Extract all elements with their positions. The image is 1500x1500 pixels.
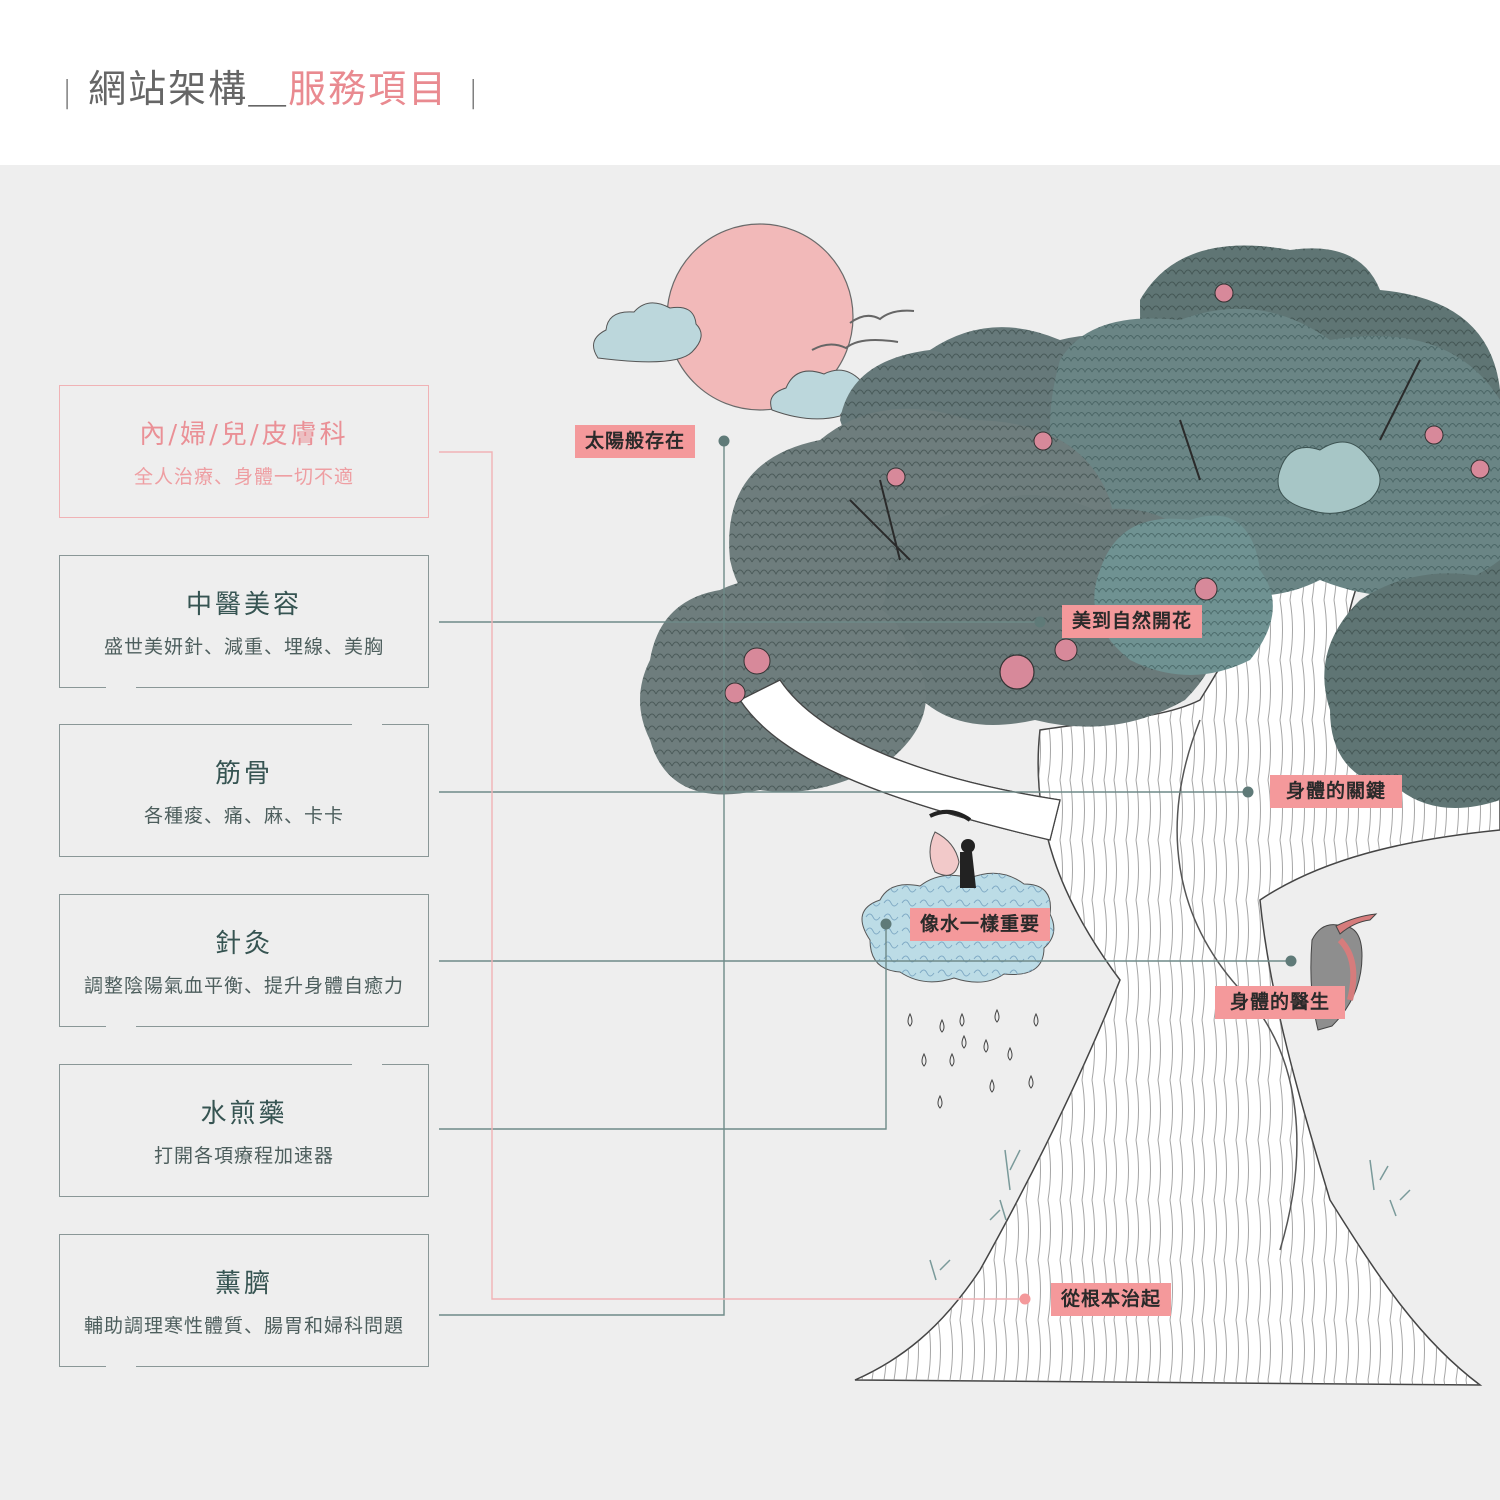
border-gap (352, 1062, 382, 1066)
border-gap (352, 722, 382, 726)
service-card-decoction[interactable]: 水煎藥 打開各項療程加速器 (59, 1062, 429, 1197)
flower (1424, 425, 1444, 445)
service-card-internal[interactable]: 內/婦/兒/皮膚科 全人治療、身體一切不適 (59, 385, 429, 518)
header: | 網站架構＿服務項目 | (0, 0, 1500, 165)
tag-cloud: 像水一樣重要 (910, 908, 1051, 941)
dot-cloud (880, 918, 892, 930)
fairy-figure (929, 809, 976, 888)
flower (743, 647, 771, 675)
bird-1 (849, 309, 915, 324)
flower (1470, 459, 1490, 479)
title-accent: 服務項目 (288, 67, 449, 111)
border-gap (106, 1025, 136, 1029)
connector-lines-teal (439, 441, 1291, 1316)
dot-sun (718, 435, 730, 447)
tag-sun: 太陽般存在 (575, 425, 696, 458)
page-title: | 網站架構＿服務項目 | (62, 58, 480, 113)
service-title: 薰臍 (214, 1269, 273, 1299)
title-bar-left: | (62, 75, 75, 110)
cloud-left (593, 302, 702, 363)
border-gap (106, 686, 136, 690)
grass-tufts (929, 1149, 1411, 1281)
bird-2 (811, 339, 899, 351)
line-sun (439, 441, 725, 1316)
connector-dots (718, 435, 1297, 1305)
service-card-navel[interactable]: 薰臍 輔助調理寒性體質、腸胃和婦科問題 (59, 1234, 429, 1369)
dot-trunk (1242, 786, 1254, 798)
service-card-acupuncture[interactable]: 針灸 調整陰陽氣血平衡、提升身體自癒力 (59, 894, 429, 1029)
line-cloud (439, 924, 887, 1130)
tag-woodpecker: 身體的醫生 (1215, 986, 1346, 1019)
tag-trunk: 身體的關鍵 (1270, 775, 1403, 808)
flower (724, 682, 746, 704)
service-subtitle: 盛世美妍針、減重、埋線、美胸 (103, 636, 384, 658)
title-main: 網站架構＿ (88, 67, 289, 111)
dot-root (1019, 1293, 1031, 1305)
service-title: 內/婦/兒/皮膚科 (139, 420, 349, 450)
service-card-bones[interactable]: 筋骨 各種痠、痛、麻、卡卡 (59, 722, 429, 857)
title-bar-right: | (468, 75, 481, 110)
flower (1033, 431, 1053, 451)
service-title: 中醫美容 (185, 590, 302, 620)
border-gap (106, 1365, 136, 1369)
line-root (439, 451, 1025, 1300)
dot-flower (1034, 616, 1046, 628)
dot-woodpecker (1285, 955, 1297, 967)
flower (886, 467, 906, 487)
rain-drops (907, 1008, 1039, 1109)
service-subtitle: 調整陰陽氣血平衡、提升身體自癒力 (83, 975, 404, 997)
service-title: 針灸 (214, 929, 273, 959)
tag-flower: 美到自然開花 (1062, 605, 1203, 638)
cloud-right (770, 369, 861, 420)
service-subtitle: 輔助調理寒性體質、腸胃和婦科問題 (83, 1315, 404, 1337)
flower (1054, 638, 1078, 662)
flower (999, 654, 1035, 690)
service-subtitle: 全人治療、身體一切不適 (133, 466, 354, 488)
flower (1194, 577, 1218, 601)
tag-root: 從根本治起 (1051, 1283, 1172, 1316)
service-title: 筋骨 (214, 759, 273, 789)
service-card-beauty[interactable]: 中醫美容 盛世美妍針、減重、埋線、美胸 (59, 555, 429, 690)
service-title: 水煎藥 (200, 1099, 288, 1129)
tree-canopy (640, 245, 1500, 841)
flower (1214, 283, 1234, 303)
service-subtitle: 各種痠、痛、麻、卡卡 (143, 805, 344, 827)
flowers (724, 283, 1490, 704)
service-subtitle: 打開各項療程加速器 (153, 1145, 334, 1167)
